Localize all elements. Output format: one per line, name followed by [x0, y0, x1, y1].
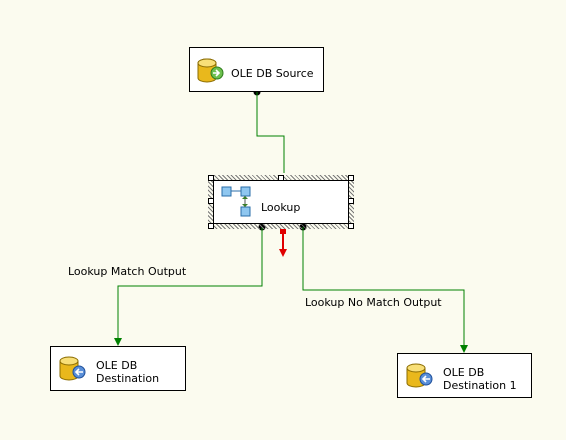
ole-db-source-label: OLE DB Source	[231, 67, 314, 80]
path-lookup-no-match-output[interactable]	[299, 223, 469, 354]
ole-db-source-icon	[195, 56, 225, 89]
lookup-icon	[220, 185, 254, 222]
path-lookup-match-output[interactable]	[114, 223, 266, 347]
lookup-match-output-label[interactable]: Lookup Match Output	[68, 265, 187, 278]
lookup-error-output-arrow[interactable]	[279, 229, 287, 257]
ole-db-destination-1-icon	[404, 361, 434, 394]
ole-db-destination-icon	[57, 354, 87, 387]
lookup-no-match-output-label[interactable]: Lookup No Match Output	[305, 296, 442, 309]
ole-db-destination-1-component[interactable]: OLE DB Destination 1	[397, 353, 532, 398]
resize-handle-w[interactable]	[208, 198, 214, 204]
lookup-label: Lookup	[261, 201, 301, 214]
ole-db-source-component[interactable]: OLE DB Source	[189, 47, 324, 92]
resize-handle-ne[interactable]	[348, 175, 354, 181]
ole-db-destination-label-line2: Destination	[96, 372, 160, 385]
path-source-to-lookup[interactable]	[253, 88, 285, 174]
resize-handle-n[interactable]	[278, 175, 284, 181]
ole-db-destination-1-label-line2: Destination 1	[443, 379, 517, 392]
resize-handle-e[interactable]	[348, 198, 354, 204]
resize-handle-se[interactable]	[348, 223, 354, 229]
lookup-component[interactable]: Lookup	[213, 180, 349, 224]
ole-db-destination-label-line1: OLE DB	[96, 359, 138, 372]
resize-handle-nw[interactable]	[208, 175, 214, 181]
ole-db-destination-1-label-line1: OLE DB	[443, 366, 485, 379]
resize-handle-sw[interactable]	[208, 223, 214, 229]
ole-db-destination-component[interactable]: OLE DB Destination	[50, 346, 186, 391]
